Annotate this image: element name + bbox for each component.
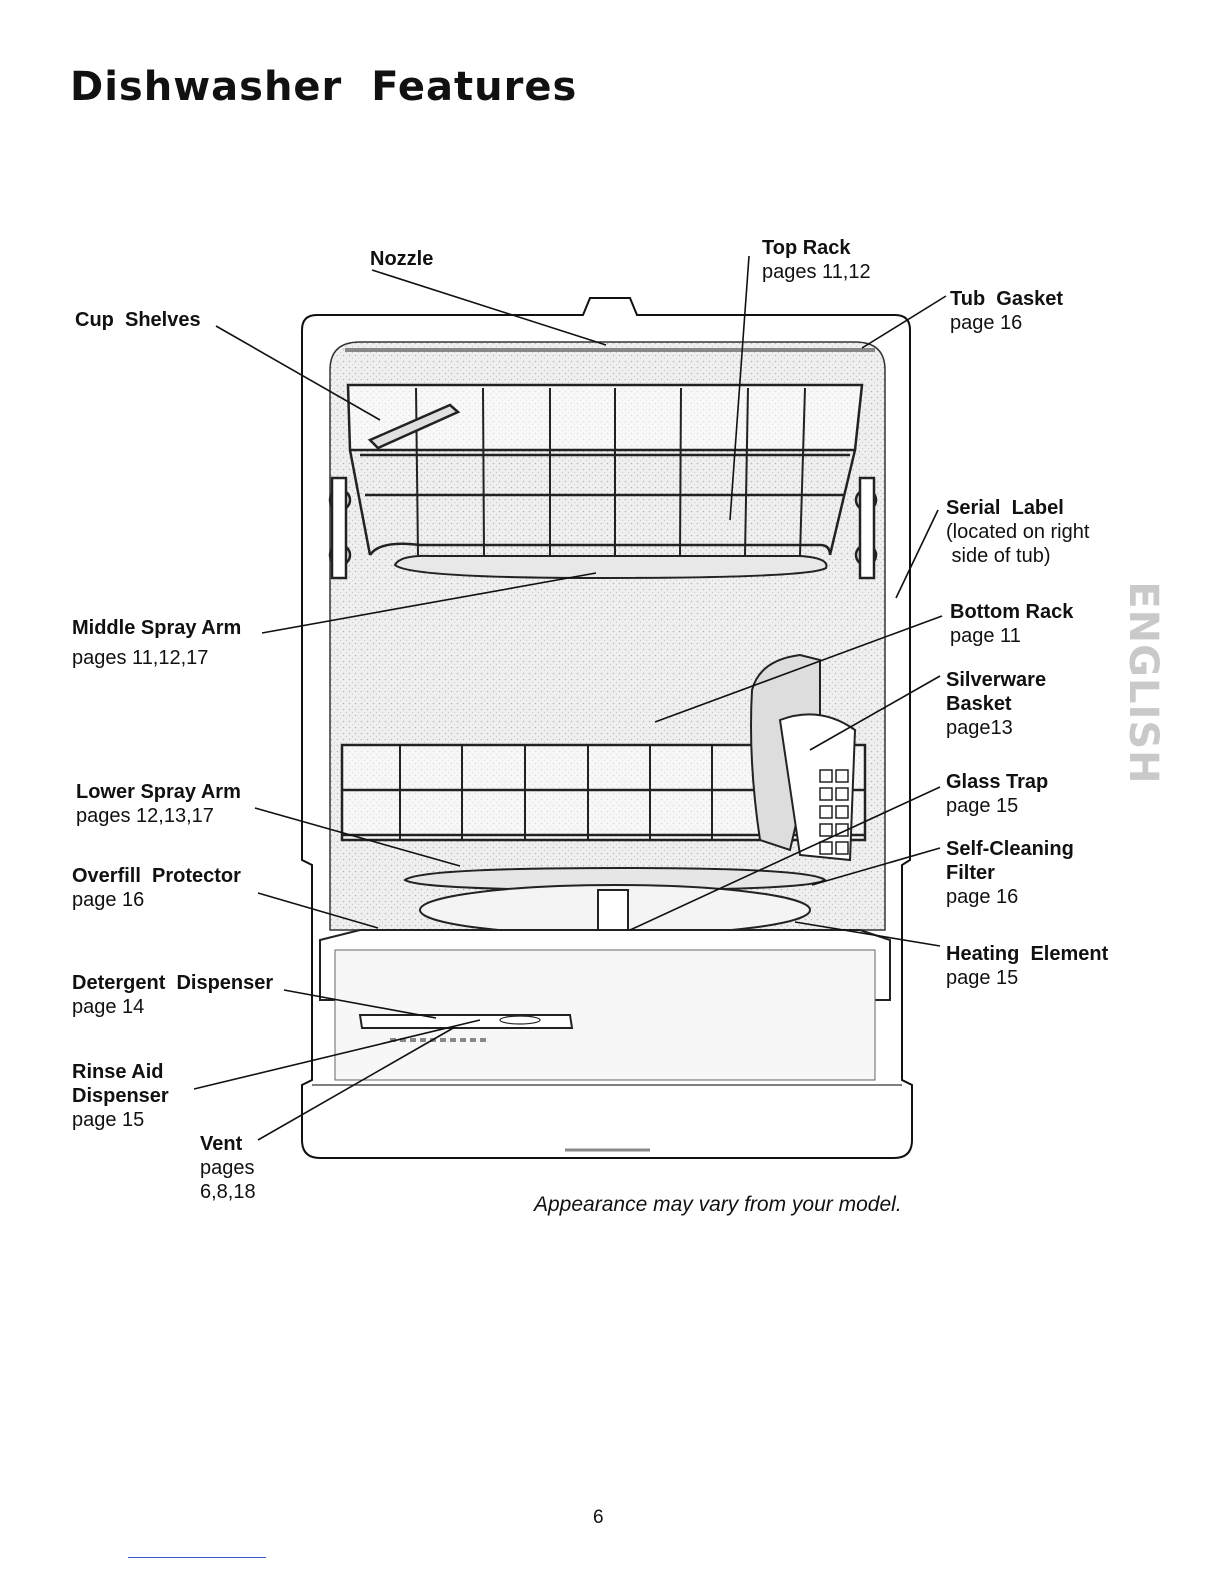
footer-rule [128, 1557, 266, 1558]
label-rinse-aid-dispenser: Rinse Aid Dispenser page 15 [72, 1060, 169, 1132]
label-heating-element: Heating Element page 15 [946, 942, 1108, 990]
nozzle-name: Nozzle [370, 248, 434, 270]
heating-element-name: Heating Element [946, 943, 1109, 965]
overfill-protector-pages: page 16 [72, 889, 145, 911]
rinse-aid-dispenser-pages: page 15 [72, 1109, 145, 1131]
tub-frame [301, 297, 913, 1159]
top-rack [328, 383, 878, 580]
cup-shelves-name: Cup Shelves [75, 309, 201, 331]
lower-spray-arm [403, 866, 827, 936]
glass-trap-name: Glass Trap [946, 771, 1049, 793]
page-title: Dishwasher Features [70, 64, 578, 110]
silverware-basket-pages: page13 [946, 717, 1013, 739]
appearance-caption: Appearance may vary from your model. [534, 1193, 902, 1216]
serial-label-name: Serial Label [946, 497, 1064, 519]
vent-pages: pages 6,8,18 [200, 1157, 256, 1203]
leader-lines [193, 255, 947, 1141]
middle-spray-arm-pages: pages 11,12,17 [72, 647, 209, 669]
tub-gasket-pages: page 16 [950, 312, 1023, 334]
rinse-aid-dispenser-name: Rinse Aid Dispenser [72, 1061, 169, 1107]
self-cleaning-filter-pages: page 16 [946, 886, 1019, 908]
side-tab-text: ENGLISH [1120, 581, 1166, 785]
serial-label-pages: (located on right side of tub) [946, 521, 1090, 567]
silverware-basket [750, 653, 857, 862]
top-rack-name: Top Rack [762, 237, 851, 259]
top-rack-pages: pages 11,12 [762, 261, 871, 283]
label-lower-spray-arm: Lower Spray Arm pages 12,13,17 [76, 780, 241, 828]
heating-element-pages: page 15 [946, 967, 1019, 989]
label-self-cleaning-filter: Self-Cleaning Filter page 16 [946, 837, 1074, 909]
label-glass-trap: Glass Trap page 15 [946, 770, 1048, 818]
self-cleaning-filter-name: Self-Cleaning Filter [946, 838, 1074, 884]
middle-spray-arm [393, 554, 828, 580]
bottom-rack-name: Bottom Rack [950, 601, 1074, 623]
bottom-rack [340, 743, 867, 842]
door-panel [312, 929, 902, 1152]
lower-spray-arm-pages: pages 12,13,17 [76, 805, 214, 827]
vent-name: Vent [200, 1133, 243, 1155]
label-middle-spray-arm: Middle Spray Arm pages 11,12,17 [72, 616, 241, 670]
bottom-rack-pages: page 11 [950, 625, 1021, 647]
label-tub-gasket: Tub Gasket page 16 [950, 287, 1063, 335]
overfill-protector-name: Overfill Protector [72, 865, 241, 887]
label-detergent-dispenser: Detergent Dispenser page 14 [72, 971, 273, 1019]
middle-spray-arm-name: Middle Spray Arm [72, 617, 242, 639]
detergent-dispenser-name: Detergent Dispenser [72, 972, 274, 994]
label-overfill-protector: Overfill Protector page 16 [72, 864, 241, 912]
page-number: 6 [593, 1507, 604, 1528]
tub-gasket-name: Tub Gasket [950, 288, 1063, 310]
lower-spray-arm-name: Lower Spray Arm [76, 781, 241, 803]
language-side-tab: ENGLISH [1120, 572, 1166, 794]
label-cup-shelves: Cup Shelves [75, 308, 201, 332]
label-vent: Vent pages 6,8,18 [200, 1132, 256, 1204]
label-bottom-rack: Bottom Rack page 11 [950, 600, 1073, 648]
label-top-rack: Top Rack pages 11,12 [762, 236, 871, 284]
label-silverware-basket: Silverware Basket page13 [946, 668, 1046, 740]
label-serial-label: Serial Label (located on right side of t… [946, 496, 1089, 568]
detergent-dispenser-pages: page 14 [72, 996, 145, 1018]
label-nozzle: Nozzle [370, 247, 433, 271]
glass-trap-pages: page 15 [946, 795, 1019, 817]
silverware-basket-name: Silverware Basket [946, 669, 1047, 715]
